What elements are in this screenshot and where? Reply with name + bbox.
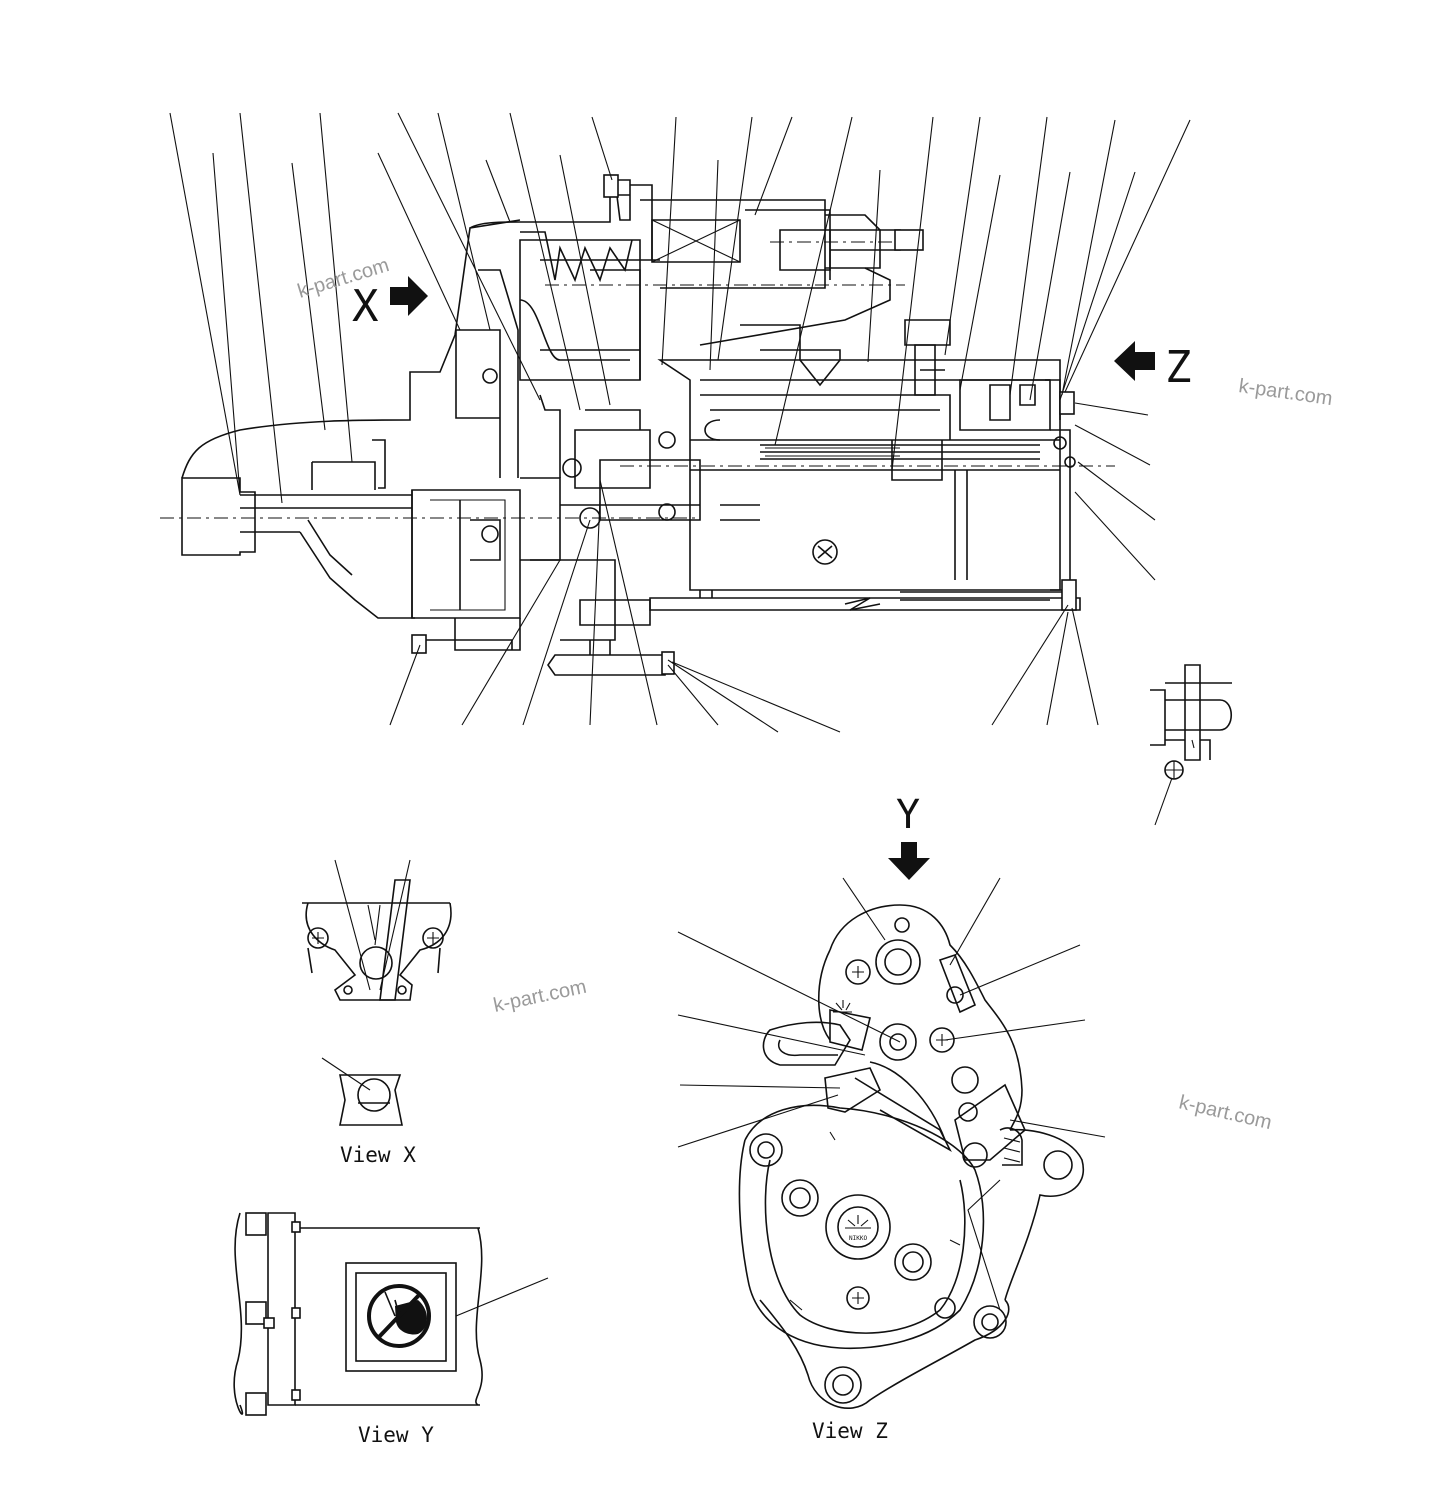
arrow-left-icon (1114, 341, 1155, 381)
arrow-down-icon (888, 842, 930, 880)
view-y-detail: View Y (233, 1212, 549, 1447)
view-z-marker: Z (1114, 341, 1192, 393)
warning-label-icon (367, 1284, 431, 1348)
view-z-detail: NIKKO View Z (677, 877, 1106, 1443)
view-x-upper-detail (302, 859, 452, 1001)
view-x-marker: X (352, 276, 428, 332)
watermark-text: k-part.com (1177, 1091, 1274, 1134)
view-y-caption: View Y (358, 1423, 434, 1447)
terminal-detail-view (1150, 664, 1233, 826)
view-x-detail: View X (321, 1057, 416, 1167)
main-section-view (160, 174, 1115, 676)
watermark-text: k-part.com (1237, 375, 1334, 410)
view-y-marker: Y (888, 792, 930, 880)
nameplate-text: NIKKO (849, 1235, 867, 1242)
arrow-right-icon (390, 276, 428, 316)
main-view-leader-lines (169, 112, 1191, 733)
view-x-letter: X (352, 281, 379, 332)
view-z-letter: Z (1165, 342, 1192, 393)
watermark-text: k-part.com (491, 976, 588, 1017)
view-z-caption: View Z (812, 1419, 888, 1443)
view-x-caption: View X (340, 1143, 416, 1167)
view-y-letter: Y (896, 792, 920, 838)
